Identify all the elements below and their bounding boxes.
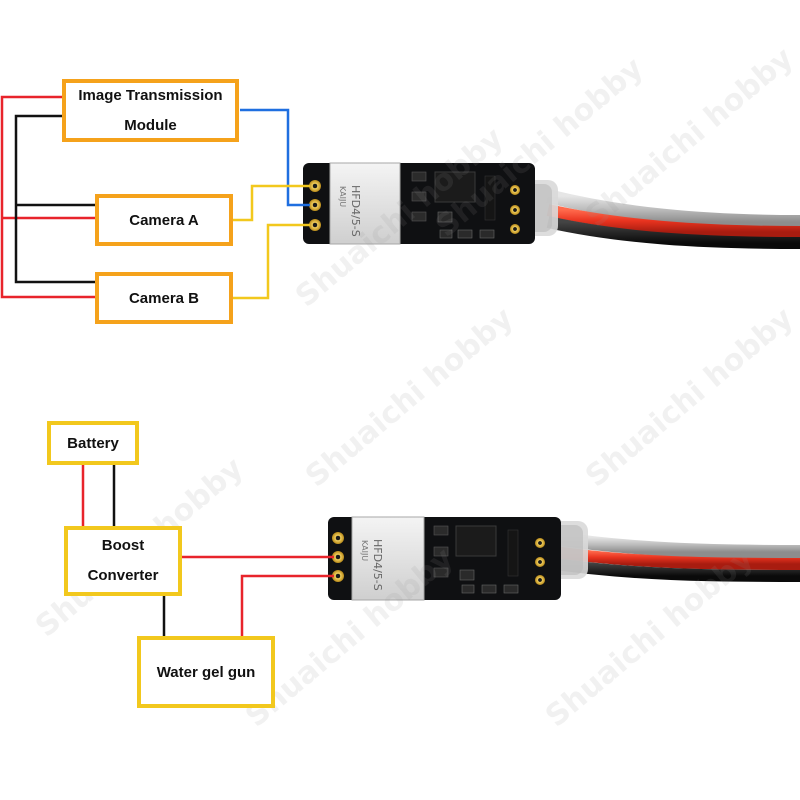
boost-label-line1: Boost [101, 537, 145, 554]
top-cable [512, 180, 800, 249]
battery-label: Battery [67, 434, 119, 452]
bottom-switch-board: KAIJU HFD4/5-S [328, 516, 561, 601]
svg-text:KAIJU: KAIJU [360, 540, 369, 561]
top-wires [0, 95, 310, 300]
bottom-cable [540, 521, 800, 582]
bottom-wires [81, 465, 334, 638]
top-switch-board: KAIJU HFD4/5-S [303, 162, 535, 245]
water-gel-gun-label: Water gel gun [156, 663, 256, 681]
camera-b-label: Camera B [128, 289, 200, 307]
battery-box: Battery [47, 421, 139, 465]
svg-text:HFD4/5-S: HFD4/5-S [349, 185, 362, 237]
water-gel-gun-box: Water gel gun [137, 636, 275, 708]
svg-text:HFD4/5-S: HFD4/5-S [371, 539, 384, 591]
boost-converter-box: Boost Converter [64, 526, 182, 596]
image-transmission-module-box: Image Transmission Module [62, 79, 239, 142]
camera-a-label: Camera A [129, 211, 199, 229]
image-transmission-label-line2: Module [124, 116, 177, 134]
boost-label-line2: Converter [87, 567, 159, 584]
svg-text:KAIJU: KAIJU [338, 186, 347, 207]
camera-a-box: Camera A [95, 194, 233, 246]
camera-b-box: Camera B [95, 272, 233, 324]
image-transmission-label-line1: Image Transmission [78, 86, 223, 104]
